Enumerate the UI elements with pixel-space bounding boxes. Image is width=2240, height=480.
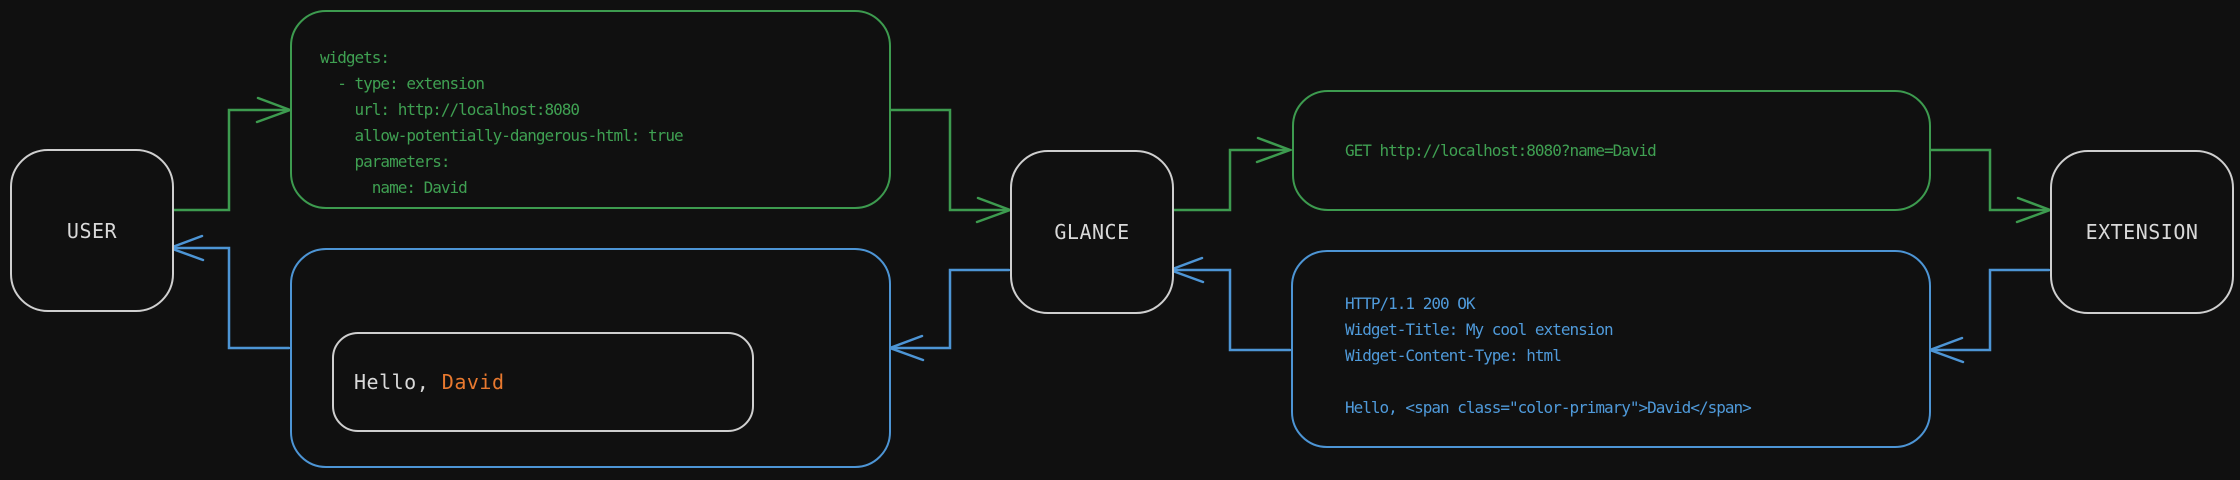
widget-preview-body: Hello, David (332, 332, 754, 432)
node-user: USER (10, 149, 174, 312)
node-glance: GLANCE (1010, 150, 1174, 314)
edge-glance-to-widget-preview (886, 268, 1011, 362)
edge-extension-to-http-response (1926, 268, 2051, 364)
edge-user-to-config-yaml (168, 96, 294, 212)
widget-greeting-prefix: Hello, (354, 370, 442, 394)
node-extension: EXTENSION (2050, 150, 2234, 314)
config-yaml-box: widgets: - type: extension url: http://l… (290, 10, 891, 209)
http-response-code: HTTP/1.1 200 OK Widget-Title: My cool ex… (1345, 294, 1752, 417)
edge-widget-preview-to-user (166, 234, 291, 350)
http-request-code: GET http://localhost:8080?name=David (1345, 140, 1657, 160)
node-extension-label: EXTENSION (2085, 220, 2199, 244)
http-request-box: GET http://localhost:8080?name=David (1292, 90, 1931, 211)
widget-greeting: Hello, David (354, 370, 505, 394)
widget-greeting-name: David (441, 370, 505, 394)
edge-config-yaml-to-glance (889, 108, 1014, 224)
edge-glance-to-http-request (1169, 136, 1294, 212)
node-glance-label: GLANCE (1054, 220, 1130, 244)
edge-http-request-to-extension (1929, 148, 2054, 224)
node-user-label: USER (66, 218, 118, 243)
widget-preview-box: MY COOL EXTENSION Hello, David (290, 248, 891, 468)
edge-http-response-to-glance (1166, 256, 1292, 352)
config-yaml-code: widgets: - type: extension url: http://l… (320, 48, 684, 197)
http-response-box: HTTP/1.1 200 OK Widget-Title: My cool ex… (1291, 250, 1931, 448)
